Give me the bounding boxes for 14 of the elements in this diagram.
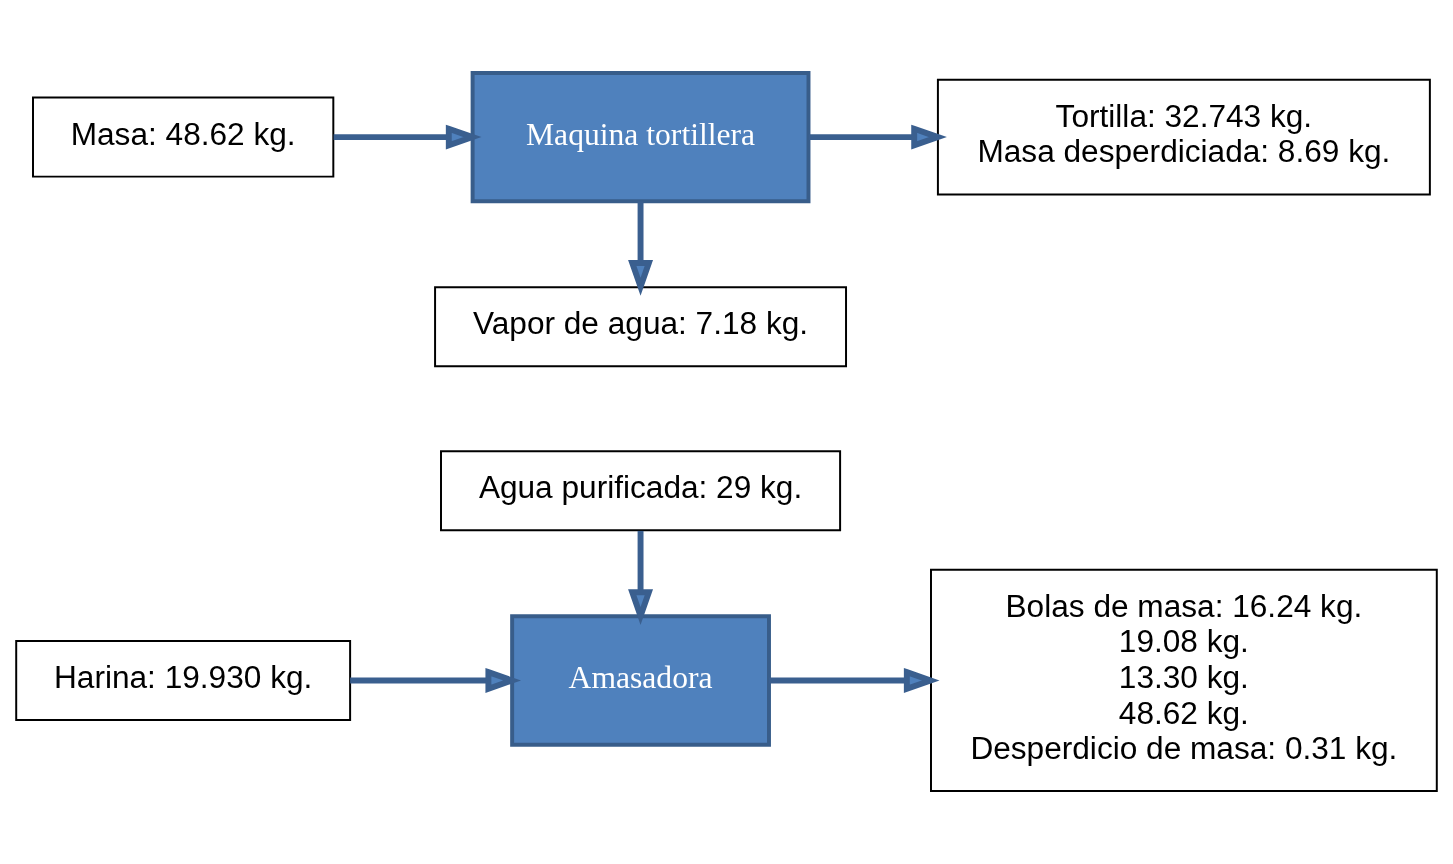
- arrow: [628, 530, 654, 625]
- node-box: Harina: 19.930 kg.: [15, 639, 352, 721]
- node-box: Maquina tortillera: [470, 70, 811, 204]
- arrow: [769, 668, 940, 693]
- node-box: Masa: 48.62 kg.: [32, 96, 335, 178]
- arrow: [350, 668, 522, 693]
- node-box: Vapor de agua: 7.18 kg.: [434, 286, 847, 368]
- node-box: Amasadora: [510, 614, 771, 747]
- arrow: [628, 201, 654, 296]
- node-box: Agua purificada: 29 kg.: [440, 450, 842, 532]
- node-box: Tortilla: 32.743 kg. Masa desperdiciada: 8.69 kg.: [936, 78, 1431, 196]
- arrow: [808, 124, 947, 150]
- node-box: Bolas de masa: 16.24 kg. 19.08 kg. 13.30 kg. 48.62 kg. Desperdicio de masa: 0.31 kg.: [930, 568, 1438, 793]
- arrow: [333, 124, 482, 150]
